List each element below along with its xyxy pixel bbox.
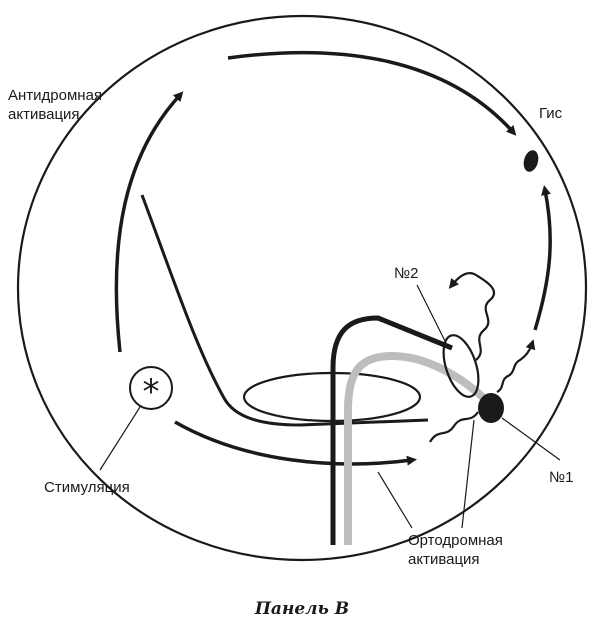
gray-catheter (348, 356, 488, 545)
bottom-arrow (175, 422, 412, 464)
pathway-1-leader (502, 418, 560, 460)
right-side-arrow (535, 190, 550, 330)
orthodromic-leader-1 (378, 472, 412, 528)
wave-right (497, 344, 532, 392)
orthodromic-label-line2: активация (408, 551, 480, 568)
pathway-1-node (478, 393, 504, 423)
orthodromic-leader-2 (462, 420, 474, 528)
orthodromic-label-line1: Ортодромная (408, 532, 503, 549)
wave-lower (430, 412, 478, 442)
pathway-2-label: №2 (394, 265, 418, 282)
antidromic-label-line1: Антидромная (8, 87, 102, 104)
septum-line (142, 195, 428, 425)
top-arrow (228, 53, 513, 132)
pathway-1-label: №1 (549, 469, 573, 486)
stimulation-leader (100, 407, 140, 470)
his-bundle (521, 149, 540, 174)
antidromic-label-line2: активация (8, 106, 80, 123)
wave-upper (452, 273, 494, 360)
panel-caption: Панель В (254, 599, 349, 619)
stimulation-asterisk-icon: * (143, 372, 160, 412)
his-label: Гис (539, 105, 563, 122)
stimulation-label: Стимуляция (44, 479, 130, 496)
antidromic-arrow (116, 95, 180, 352)
